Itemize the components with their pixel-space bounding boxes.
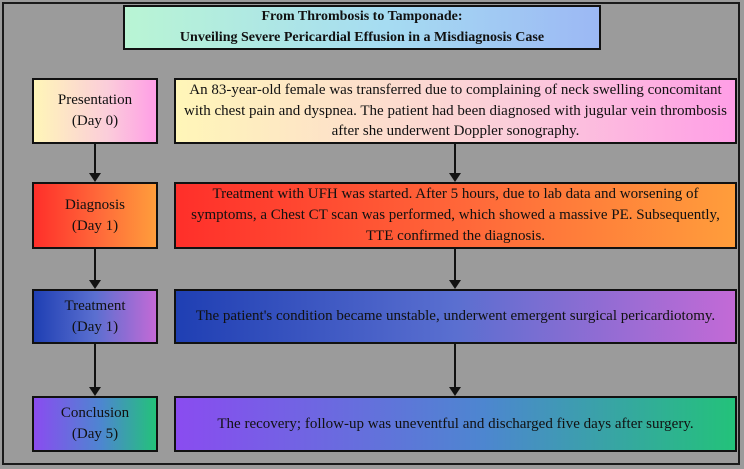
arrow-down-icon [449, 144, 461, 182]
title-line-2: Unveiling Severe Pericardial Effusion in… [179, 29, 545, 45]
diagram-frame [2, 2, 740, 465]
arrow-down-icon [89, 144, 101, 182]
stage-label: Presentation [57, 92, 133, 109]
stage-day: (Day 5) [71, 426, 119, 442]
stage-day: (Day 0) [71, 113, 119, 129]
desc-text: The patient's condition became unstable,… [195, 308, 716, 325]
stage-presentation: Presentation (Day 0) [32, 78, 158, 144]
desc-treatment: The patient's condition became unstable,… [174, 289, 737, 344]
desc-diagnosis: Treatment with UFH was started. After 5 … [174, 182, 737, 249]
arrow-down-icon [89, 249, 101, 289]
stage-diagnosis: Diagnosis (Day 1) [32, 182, 158, 249]
arrow-down-icon [89, 344, 101, 396]
desc-presentation: An 83-year-old female was transferred du… [174, 78, 737, 144]
stage-treatment: Treatment (Day 1) [32, 289, 158, 344]
desc-conclusion: The recovery; follow-up was uneventful a… [174, 396, 737, 452]
stage-day: (Day 1) [71, 217, 119, 234]
title-line-1: From Thrombosis to Tamponade: [261, 9, 463, 25]
stage-day: (Day 1) [71, 318, 119, 335]
stage-conclusion: Conclusion (Day 5) [32, 396, 158, 452]
diagram-title: From Thrombosis to Tamponade: Unveiling … [123, 5, 601, 50]
stage-label: Diagnosis [65, 196, 125, 213]
desc-text: The recovery; follow-up was uneventful a… [217, 415, 694, 432]
arrow-down-icon [449, 344, 461, 396]
desc-text: An 83-year-old female was transferred du… [184, 81, 727, 140]
stage-label: Treatment [64, 297, 126, 314]
stage-label: Conclusion [60, 405, 130, 422]
arrow-down-icon [449, 249, 461, 289]
desc-text: Treatment with UFH was started. After 5 … [191, 186, 720, 244]
